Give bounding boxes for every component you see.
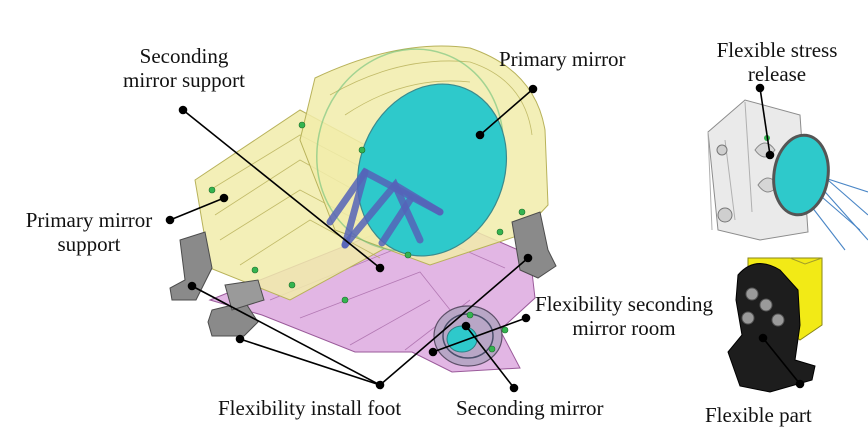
flexibility-seconding-mirror-room-line2: mirror room [572, 316, 676, 340]
seconding-mirror-support-line1: Seconding [139, 44, 229, 68]
flexible-stress-release-line2: release [747, 62, 807, 86]
flexible-stress-release-inset [707, 99, 868, 251]
seconding-mirror-support-line2: mirror support [123, 68, 245, 92]
flexible-part-inset [727, 257, 823, 393]
seconding-mirror-support-label: Seconding mirror support [118, 44, 250, 92]
primary-mirror-support-line1: Primary mirror [25, 208, 153, 232]
flexibility-seconding-mirror-room-line1: Flexibility seconding [535, 292, 713, 316]
primary-mirror-disc [356, 83, 508, 257]
flexible-stress-release-line1: Flexible stress [716, 38, 838, 62]
install-feet [169, 211, 557, 337]
primary-mirror-support-label: Primary mirror support [14, 208, 164, 256]
green-bolts [208, 121, 526, 353]
leader-lines [165, 83, 805, 393]
flexible-stress-release-label: Flexible stress release [708, 38, 846, 86]
flexible-part-label: Flexible part [705, 403, 812, 427]
stress-release-mirror [772, 133, 830, 217]
secondary-mirror-disc [446, 325, 478, 353]
install-foot-left [169, 231, 213, 301]
primary-mirror-label: Primary mirror [499, 47, 626, 71]
strut-truss [326, 167, 444, 249]
flexibility-install-foot-label: Flexibility install foot [218, 396, 402, 420]
flexibility-seconding-mirror-room-label: Flexibility seconding mirror room [520, 292, 728, 340]
primary-mirror-support-line2: support [57, 232, 121, 256]
seconding-mirror-label: Seconding mirror [456, 396, 604, 420]
